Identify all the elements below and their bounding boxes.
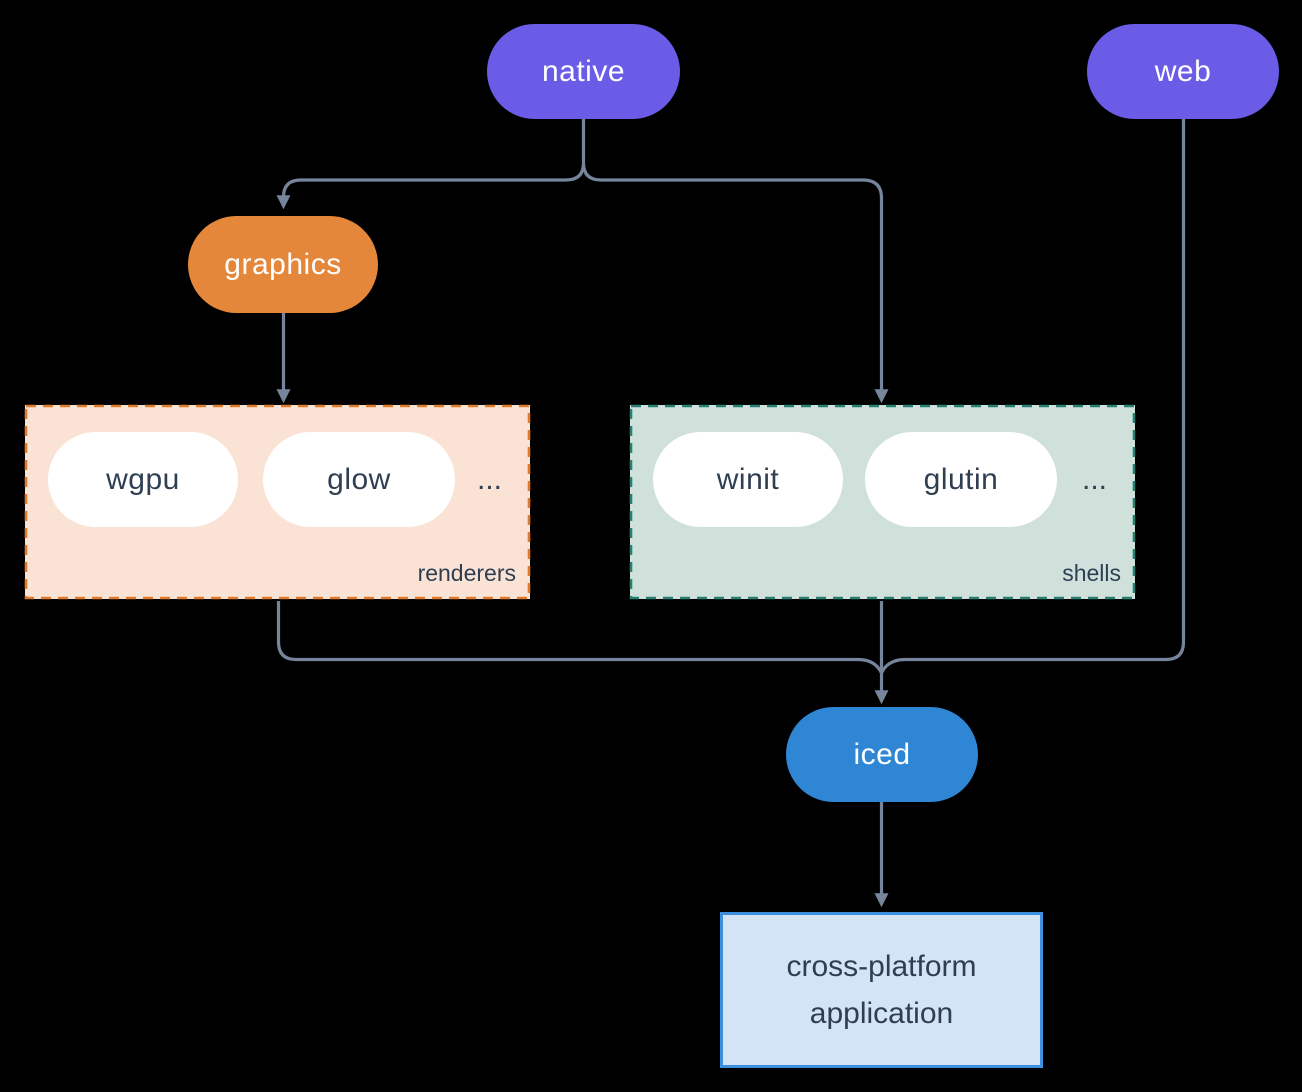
node-native: native <box>487 24 680 119</box>
shells-group-box: winit glutin ... shells <box>630 405 1135 599</box>
wire-native-to-shells <box>581 162 889 404</box>
node-web: web <box>1087 24 1279 119</box>
shells-group-label: shells <box>1062 560 1121 586</box>
application-label-line2: application <box>809 997 954 1030</box>
node-wgpu: wgpu <box>48 432 238 527</box>
node-cross-platform-application: cross-platform application <box>720 912 1043 1068</box>
renderers-group-box: wgpu glow ... renderers <box>25 405 530 599</box>
node-iced-label: iced <box>853 737 911 771</box>
node-iced: iced <box>786 707 978 802</box>
renderers-group-label: renderers <box>417 560 516 586</box>
node-web-label: web <box>1154 54 1212 88</box>
node-glow-label: glow <box>327 462 391 496</box>
node-glutin: glutin <box>865 432 1057 527</box>
node-graphics-label: graphics <box>224 247 342 281</box>
node-graphics: graphics <box>188 216 378 313</box>
wire-native-to-graphics <box>276 162 586 210</box>
node-winit-label: winit <box>716 462 780 496</box>
node-winit: winit <box>653 432 843 527</box>
node-glow: glow <box>263 432 455 527</box>
renderers-ellipsis: ... <box>477 462 503 496</box>
node-wgpu-label: wgpu <box>106 462 180 496</box>
node-native-label: native <box>541 54 626 88</box>
wire-renderers-to-iced <box>276 601 883 674</box>
application-label-line1: cross-platform <box>786 950 977 983</box>
shells-ellipsis: ... <box>1082 462 1108 496</box>
node-glutin-label: glutin <box>923 462 999 496</box>
